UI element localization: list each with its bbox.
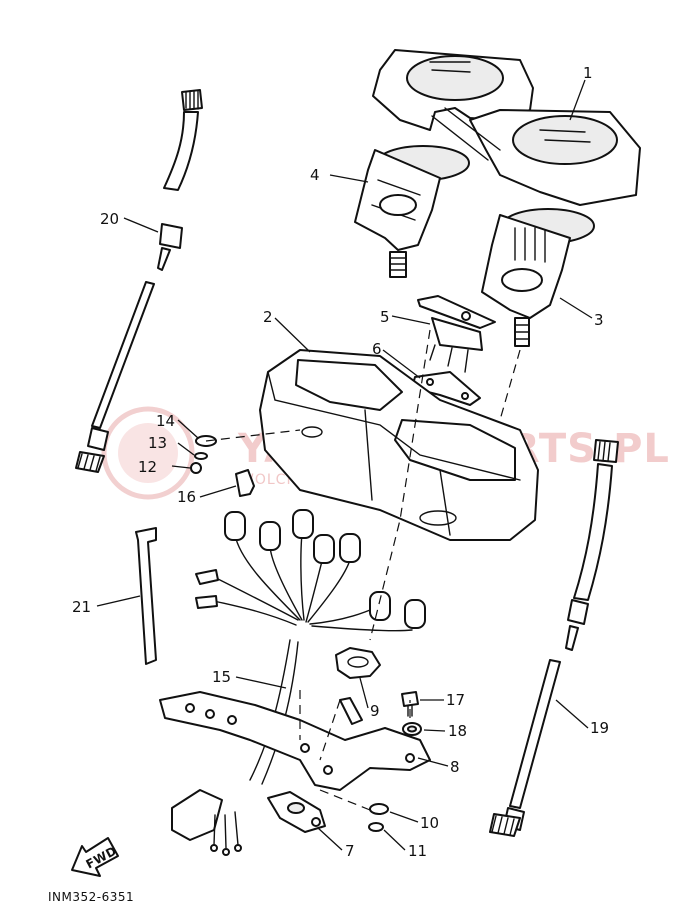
callout-19: 19 (590, 719, 609, 737)
callout-2: 2 (263, 308, 273, 326)
callout-3: 3 (594, 311, 604, 329)
part-4-meter-unit (354, 145, 470, 278)
callout-8: 8 (450, 758, 460, 776)
part-17-bolt (401, 691, 419, 717)
callout-15: 15 (212, 668, 231, 686)
harness-sockets (224, 509, 426, 629)
part-1-meter-cover (372, 49, 641, 206)
part-20-meter-cable (75, 89, 203, 473)
callout-18: 18 (448, 722, 467, 740)
callout-1: 1 (583, 64, 593, 82)
part-18-grommet (402, 722, 422, 736)
callout-7: 7 (345, 842, 355, 860)
callout-9: 9 (370, 702, 380, 720)
callout-21: 21 (72, 598, 91, 616)
part-21-cable-tie (135, 527, 157, 665)
part-3-meter-unit (481, 208, 595, 347)
callout-14: 14 (156, 412, 175, 430)
callout-16: 16 (177, 488, 196, 506)
part-15-wire-harness (171, 509, 426, 856)
assembly-lines (205, 329, 521, 811)
drawing-code: INM352-6351 (48, 890, 134, 904)
parts-12-14-fasteners (190, 435, 217, 474)
callout-13: 13 (148, 434, 167, 452)
callout-6: 6 (372, 340, 382, 358)
callout-10: 10 (420, 814, 439, 832)
callout-11: 11 (408, 842, 427, 860)
part-2-meter-case (259, 349, 539, 541)
part-19-meter-cable (489, 439, 619, 837)
part-11-washer (368, 822, 384, 832)
part-16-bulb (235, 469, 255, 497)
fwd-arrow: FWD (71, 837, 119, 877)
leader-lines (96, 79, 593, 851)
part-10-washer (369, 803, 389, 815)
callout-17: 17 (446, 691, 465, 709)
part-7-small-bracket (267, 791, 326, 833)
callout-4: 4 (310, 166, 320, 184)
callout-5: 5 (380, 308, 390, 326)
part-5-bracket (417, 295, 496, 373)
callout-12: 12 (138, 458, 157, 476)
part-8-bracket (159, 691, 431, 791)
callout-20: 20 (100, 210, 119, 228)
callout-labels: 1 2 3 4 5 6 7 8 9 10 11 12 13 14 15 16 1… (72, 64, 609, 860)
part-9-holder (335, 647, 381, 679)
